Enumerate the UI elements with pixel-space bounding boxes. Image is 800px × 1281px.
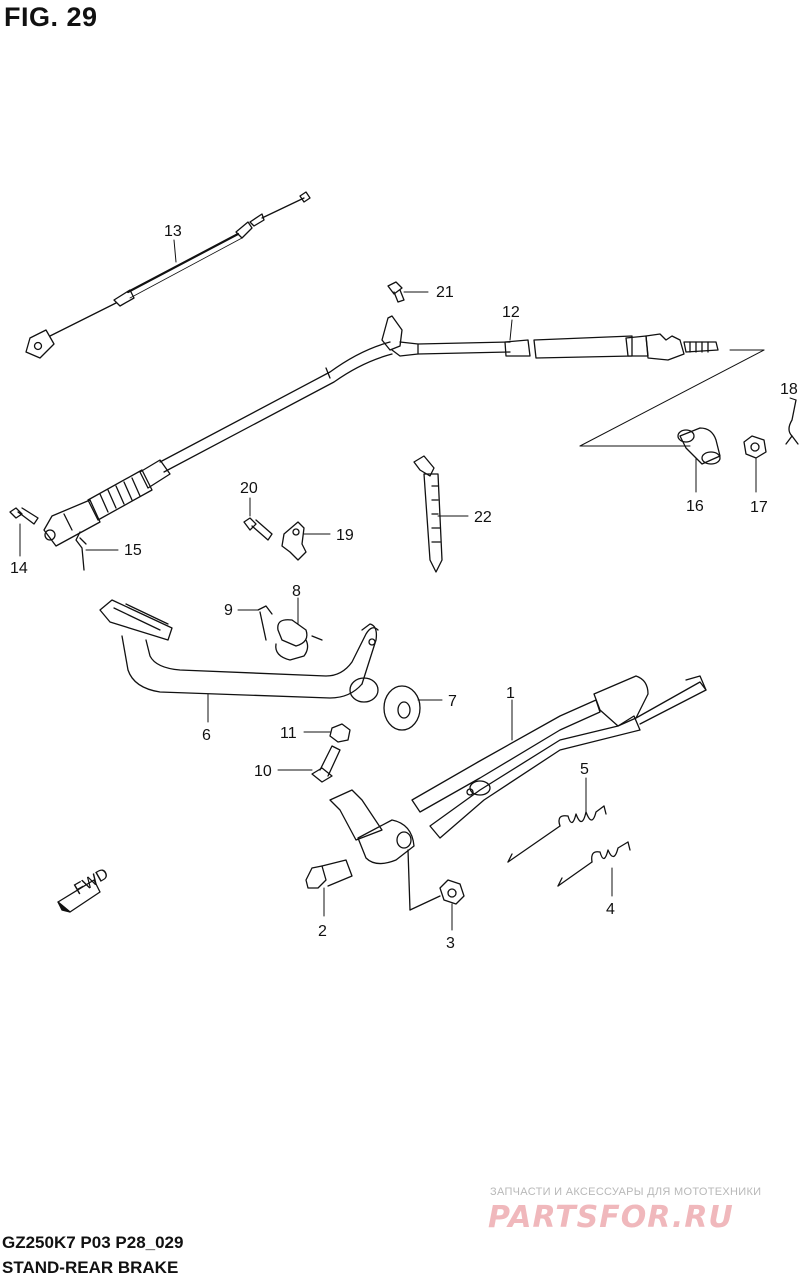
part-8-spring[interactable] <box>275 619 323 661</box>
callout-20: 20 <box>240 480 258 497</box>
figure-title: FIG. 29 <box>4 2 98 32</box>
part-18-cotter-pin[interactable] <box>785 399 799 445</box>
part-10-bolt[interactable] <box>311 745 341 783</box>
part-20-bolt[interactable] <box>243 517 273 541</box>
callout-numbers: 13 12 21 18 16 17 22 19 20 14 15 8 9 7 6… <box>10 223 798 952</box>
part-6-brake-pedal[interactable] <box>99 599 379 703</box>
reference-lines <box>579 349 765 447</box>
part-11-nut[interactable] <box>329 723 351 743</box>
part-2-pivot-bolt[interactable] <box>305 859 353 889</box>
part-7-washer[interactable] <box>383 685 421 731</box>
part-12-cable[interactable] <box>43 315 719 547</box>
part-5-spring[interactable] <box>507 805 607 863</box>
callout-18: 18 <box>780 381 798 398</box>
part-19-bracket[interactable] <box>281 521 307 561</box>
callout-7: 7 <box>448 693 457 710</box>
callout-19: 19 <box>336 527 354 544</box>
callout-3: 3 <box>446 935 455 952</box>
callout-5: 5 <box>580 761 589 778</box>
part-4-spring[interactable] <box>557 841 631 887</box>
callout-15: 15 <box>124 542 142 559</box>
callout-13: 13 <box>164 223 182 240</box>
watermark-logo: PARTSFOR.RU <box>488 1200 734 1235</box>
callout-8: 8 <box>292 583 301 600</box>
callout-17: 17 <box>750 499 768 516</box>
leader-lines <box>19 239 797 931</box>
part-13-cable[interactable] <box>25 191 311 359</box>
figure-caption: STAND-REAR BRAKE <box>2 1258 179 1277</box>
part-14-bolt[interactable] <box>9 507 39 525</box>
part-22-cable-tie[interactable] <box>413 455 443 573</box>
callout-21: 21 <box>436 284 454 301</box>
part-3-nut[interactable] <box>439 879 465 905</box>
part-21-bolt[interactable] <box>387 281 405 303</box>
callout-14: 14 <box>10 560 28 577</box>
callout-4: 4 <box>606 901 615 918</box>
part-9-cotter-pin[interactable] <box>257 605 273 641</box>
callout-1: 1 <box>506 685 515 702</box>
watermark-tagline: ЗАПЧАСТИ И АКСЕССУАРЫ ДЛЯ МОТОТЕХНИКИ <box>490 1186 762 1198</box>
part-1-side-stand[interactable] <box>329 675 707 865</box>
model-code: GZ250K7 P03 P28_029 <box>2 1233 184 1252</box>
callout-2: 2 <box>318 923 327 940</box>
callout-12: 12 <box>502 304 520 321</box>
callout-9: 9 <box>224 602 233 619</box>
callout-11: 11 <box>280 725 297 742</box>
fwd-arrow: FWD <box>57 866 112 913</box>
part-15-cotter-pin[interactable] <box>75 531 87 571</box>
callout-16: 16 <box>686 498 704 515</box>
callout-10: 10 <box>254 763 272 780</box>
pivot-reference-line <box>407 849 441 911</box>
callout-6: 6 <box>202 727 211 744</box>
callout-22: 22 <box>474 509 492 526</box>
part-17-nut[interactable] <box>743 435 767 459</box>
part-16-pin[interactable] <box>677 427 721 465</box>
